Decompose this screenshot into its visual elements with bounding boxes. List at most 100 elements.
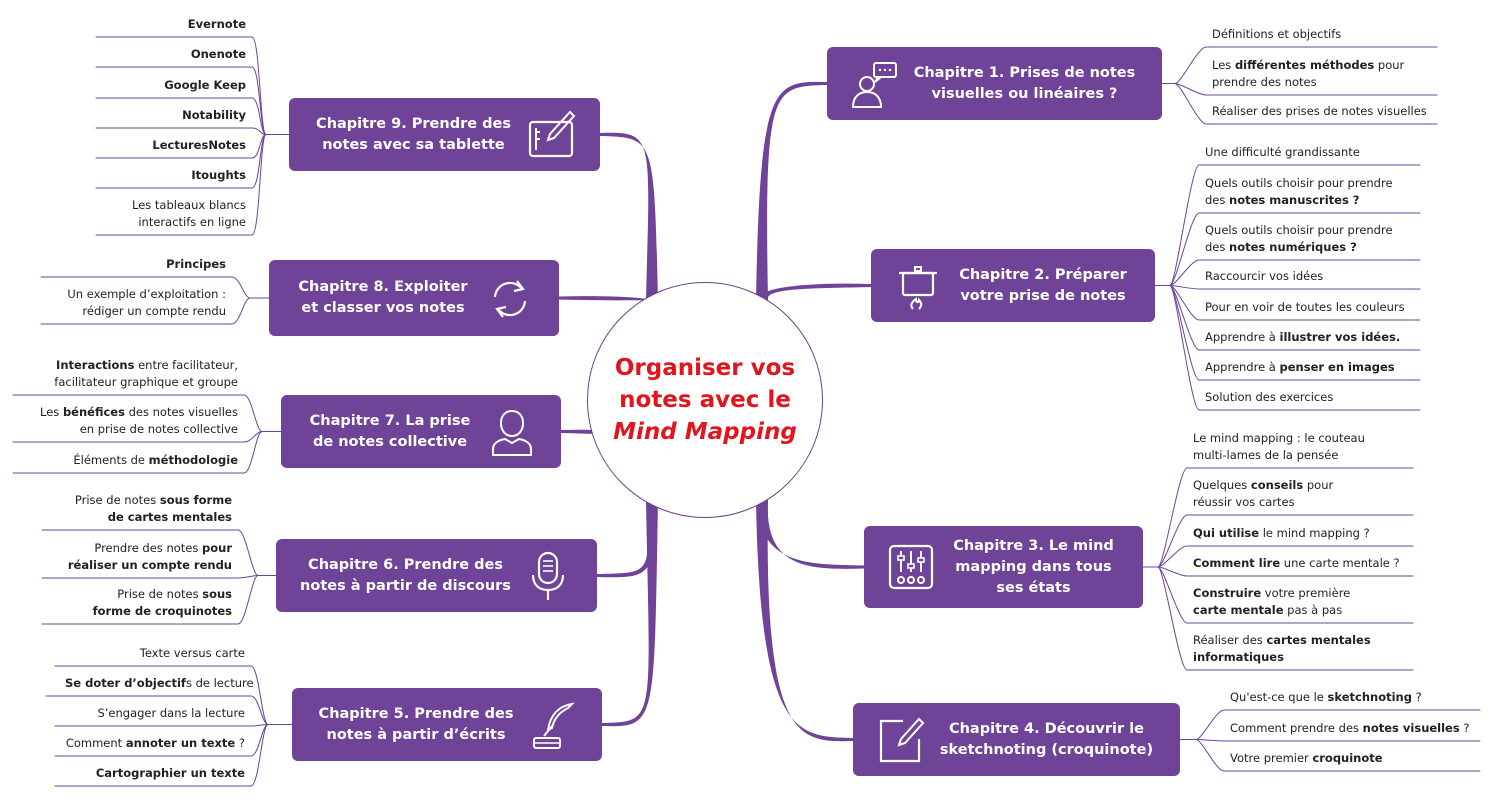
- chapter-2-subtopic[interactable]: Pour en voir de toutes les couleurs: [1205, 300, 1405, 314]
- chapter-7-subtopic[interactable]: Éléments de méthodologie: [73, 453, 238, 467]
- chapter-title-line: de notes collective: [312, 433, 468, 450]
- chapter-1-subtopic[interactable]: Réaliser des prises de notes visuelles: [1212, 104, 1427, 118]
- subtopic-underline: [45, 695, 269, 725]
- chapter-title-line: sketchnoting (croquinote): [939, 741, 1154, 758]
- subtopic-underline: [1174, 83, 1438, 125]
- subtopic-underline: [40, 297, 251, 325]
- chapter-title-line: mapping dans tous: [955, 558, 1112, 575]
- chapter-3-node[interactable]: Chapitre 3. Le mind mapping dans tous ses …: [864, 526, 1143, 608]
- central-topic[interactable]: Organiser vos notes avec le Mind Mapping: [587, 282, 823, 518]
- subtopic-underline: [1169, 285, 1421, 411]
- chapter-3-title: Chapitre 3. Le mind mapping dans tous ses …: [938, 536, 1143, 599]
- chapter-5-subtopic[interactable]: Comment annoter un texte ?: [65, 736, 245, 750]
- chapter-3-subtopic[interactable]: Qui utilise le mind mapping ?: [1193, 526, 1370, 540]
- chapter-3-subtopic[interactable]: Comment lire une carte mentale ?: [1193, 556, 1400, 570]
- branch-connector: [756, 500, 853, 742]
- chapter-1-node[interactable]: Chapitre 1. Prises de notes visuelles ou …: [827, 47, 1162, 120]
- chapter-title-line: Chapitre 8. Exploiter: [298, 279, 468, 295]
- chapter-title-line: et classer vos notes: [301, 300, 465, 316]
- subtopic-underline: [1157, 514, 1414, 568]
- quill-ink-icon: [526, 698, 580, 752]
- tablet-pen-icon: [524, 108, 578, 162]
- chapter-1-subtopic[interactable]: Définitions et objectifs: [1212, 27, 1342, 41]
- chapter-2-subtopic[interactable]: Une difficulté grandissante: [1205, 145, 1360, 159]
- chapter-title-line: Chapitre 3. Le mind: [953, 537, 1114, 554]
- subtopic-underline: [1174, 83, 1438, 96]
- chapter-9-subtopic[interactable]: Onenote: [190, 47, 246, 61]
- chapter-5-subtopic[interactable]: S’engager dans la lecture: [97, 706, 245, 720]
- chapter-5-subtopic[interactable]: Se doter d’objectifs de lecture: [65, 676, 254, 690]
- branch-connector: [756, 81, 827, 300]
- chapter-title-line: Chapitre 5. Prendre des: [318, 705, 514, 722]
- refresh-icon: [483, 271, 537, 325]
- subtopic-underline: [1195, 739, 1481, 772]
- chapter-5-subtopic[interactable]: Cartographier un texte: [95, 766, 245, 780]
- subtopic-underline: [1157, 566, 1414, 671]
- chapter-5-subtopic[interactable]: Texte versus carte: [139, 646, 245, 660]
- subtopic-underline: [95, 134, 267, 236]
- chapter-title-line: ses états: [996, 579, 1071, 596]
- chapter-title-line: Chapitre 2. Préparer: [959, 266, 1127, 283]
- chapter-9-subtopic[interactable]: Google Keep: [164, 78, 246, 92]
- person-speech-icon: [847, 57, 901, 111]
- chapter-2-subtopic[interactable]: Apprendre à illustrer vos idées.: [1205, 330, 1401, 344]
- chapter-8-subtopic[interactable]: Un exemple d’exploitation :rédiger un co…: [67, 287, 226, 318]
- subtopic-underline: [95, 97, 267, 135]
- subtopic-underline: [95, 66, 267, 135]
- chapter-title-line: Chapitre 6. Prendre des: [308, 556, 503, 573]
- chapter-title-line: Chapitre 1. Prises de notes: [913, 64, 1136, 81]
- chapter-8-subtopic[interactable]: Principes: [166, 257, 226, 271]
- subtopic-underline: [54, 665, 269, 725]
- microphone-icon: [521, 549, 575, 603]
- chapter-8-title: Chapitre 8. Exploiter et classer vos note…: [269, 277, 483, 319]
- subtopic-underline: [41, 575, 259, 625]
- chapter-4-subtopic[interactable]: Votre premier croquinote: [1230, 751, 1383, 765]
- subtopic-underline: [1169, 212, 1421, 286]
- subtopic-underline: [1157, 566, 1414, 624]
- chapter-9-subtopic[interactable]: Evernote: [187, 17, 246, 31]
- subtopic-underline: [1157, 467, 1414, 568]
- subtopic-underline: [1157, 566, 1414, 577]
- chapter-title-line: notes avec sa tablette: [322, 136, 505, 153]
- chapter-2-subtopic[interactable]: Solution des exercices: [1205, 390, 1334, 404]
- chapter-2-subtopic[interactable]: Apprendre à penser en images: [1205, 360, 1395, 374]
- chapter-title-line: visuelles ou linéaires ?: [931, 85, 1118, 102]
- chapter-2-subtopic[interactable]: Raccourcir vos idées: [1205, 269, 1324, 283]
- subtopic-underline: [1157, 545, 1414, 568]
- subtopic-underline: [95, 134, 267, 189]
- chapter-9-subtopic[interactable]: Itoughts: [191, 168, 246, 182]
- branch-connector: [597, 500, 658, 578]
- chapter-8-node[interactable]: Chapitre 8. Exploiter et classer vos note…: [269, 260, 559, 336]
- chapter-9-subtopic[interactable]: Notability: [182, 108, 246, 122]
- chapter-9-subtopic[interactable]: LecturesNotes: [152, 138, 246, 152]
- chapter-4-subtopic[interactable]: Comment prendre des notes visuelles ?: [1230, 721, 1470, 735]
- chapter-7-subtopic[interactable]: Interactions entre facilitateur,facilita…: [54, 358, 238, 389]
- subtopic-underline: [1195, 709, 1481, 740]
- pencil-square-icon: [873, 713, 927, 767]
- chapter-4-subtopic[interactable]: Qu'est-ce que le sketchnoting ?: [1230, 690, 1422, 704]
- central-topic-line3: Mind Mapping: [613, 419, 797, 445]
